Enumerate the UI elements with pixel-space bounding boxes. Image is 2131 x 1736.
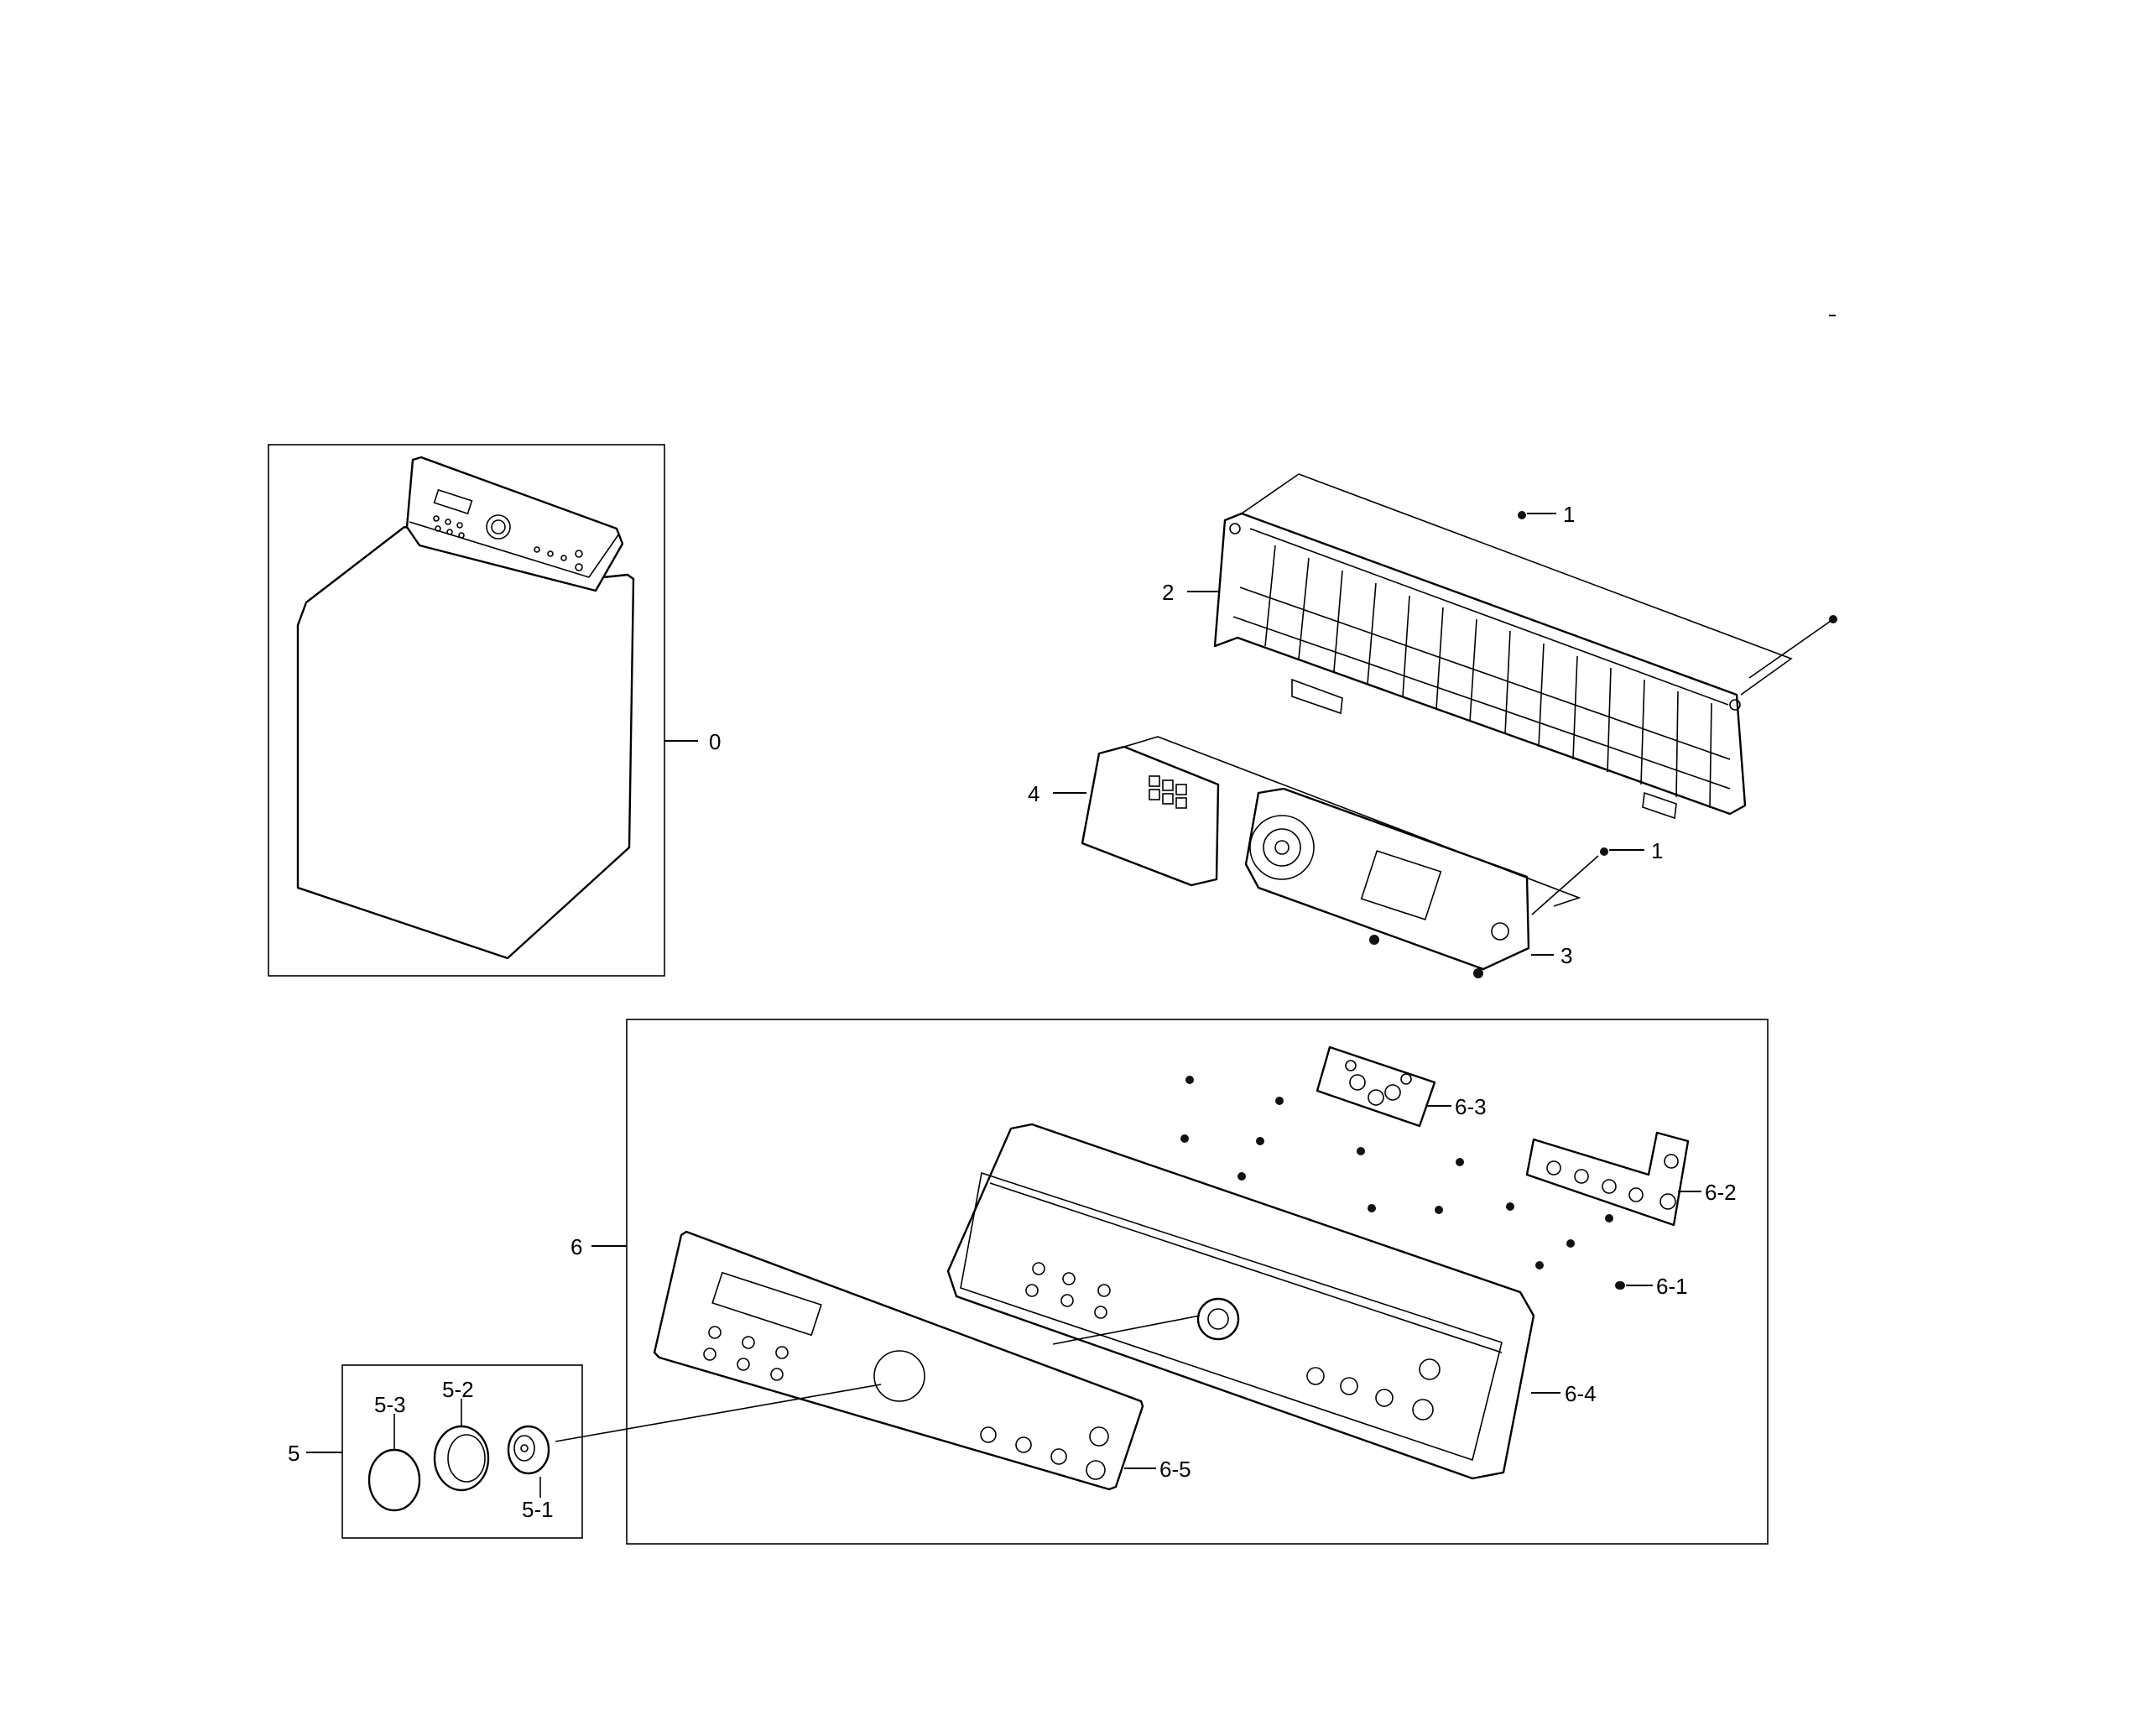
callout-2: 2 <box>1162 580 1174 605</box>
knob-group: 5 5-3 5-2 5-1 <box>288 1364 583 1539</box>
callout-5: 5 <box>288 1441 300 1466</box>
part-6-5-front-overlay: 6-5 <box>555 1230 1201 1491</box>
washer-overview-frame <box>268 444 665 977</box>
part-6-3-small-pcb: 6-3 <box>1316 1045 1487 1128</box>
washer-console <box>405 456 624 592</box>
callout-6-3: 6-3 <box>1455 1094 1487 1119</box>
part-6-1-screws: 6-1 <box>1180 1076 1688 1299</box>
part-6-2-button-pcb: 6-2 <box>1525 1131 1737 1227</box>
control-panel-frame <box>626 1019 1769 1545</box>
part-2-rear-frame: 1 2 <box>1162 473 1837 820</box>
washer-body <box>296 525 635 960</box>
part-5-1-knob-base: 5-1 <box>507 1425 554 1522</box>
callout-6-2: 6-2 <box>1705 1180 1737 1205</box>
callout-6-5: 6-5 <box>1159 1457 1191 1482</box>
callout-1-upper: 1 <box>1563 502 1575 527</box>
callout-5-1: 5-1 <box>522 1497 554 1522</box>
callout-1-lower: 1 <box>1651 838 1663 863</box>
callout-6: 6 <box>571 1234 582 1259</box>
part-3-main-pcb: 3 1 <box>1244 787 1663 978</box>
part-5-3-knob-cap: 5-3 <box>367 1392 421 1512</box>
part-4-sub-pcb: 4 <box>1028 736 1581 907</box>
washer-overview-group: 0 <box>268 444 721 977</box>
callout-5-3: 5-3 <box>374 1392 406 1417</box>
part-6-4-panel-housing: 6-4 <box>946 1123 1597 1480</box>
callout-3: 3 <box>1560 943 1572 968</box>
callout-4: 4 <box>1028 781 1039 806</box>
callout-6-4: 6-4 <box>1565 1381 1597 1406</box>
callout-0: 0 <box>709 729 721 754</box>
part-5-2-knob-ring: 5-2 <box>433 1377 490 1492</box>
callout-6-1: 6-1 <box>1656 1274 1688 1299</box>
callout-5-2: 5-2 <box>442 1377 474 1402</box>
control-panel-group: 6 6-4 <box>555 1019 1769 1545</box>
